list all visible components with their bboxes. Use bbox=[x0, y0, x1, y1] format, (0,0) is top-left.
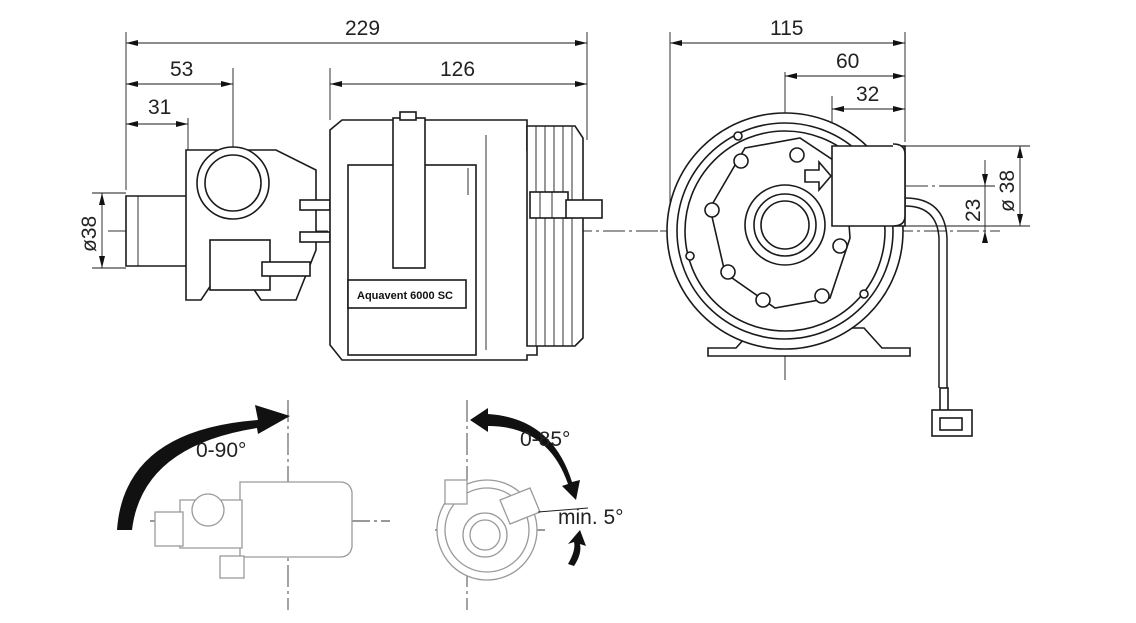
min-angle-label: min. 5° bbox=[558, 506, 624, 529]
dim-overall-length: 229 bbox=[345, 17, 380, 40]
dim-side-outlet-diameter: ø 38 bbox=[996, 170, 1019, 212]
dim-outlet-diameter: ø38 bbox=[78, 216, 101, 252]
dim-motor-length: 126 bbox=[440, 58, 475, 81]
side-view-dimensions: 229 53 31 126 ø38 bbox=[78, 17, 588, 269]
pump-side-view: Aquavent 6000 SC bbox=[108, 111, 660, 361]
rotation-view-2: 0-85° min. 5° bbox=[435, 400, 624, 610]
dim-port-axis-2: 31 bbox=[148, 96, 171, 119]
rotation-arrow-85-icon bbox=[470, 408, 580, 500]
min-angle-arrow-icon bbox=[568, 530, 586, 566]
rotation-arrow-90-icon bbox=[117, 405, 290, 530]
dim-side-offset-2: 32 bbox=[856, 83, 879, 106]
rotation-view-1: 0-90° bbox=[117, 400, 390, 610]
product-label: Aquavent 6000 SC bbox=[357, 290, 453, 302]
rotation-label-90: 0-90° bbox=[196, 439, 246, 462]
dim-side-width: 115 bbox=[770, 17, 803, 40]
pump-front-view bbox=[660, 112, 1000, 437]
rotation-label-85: 0-85° bbox=[520, 428, 570, 451]
dim-port-axis-1: 53 bbox=[170, 58, 193, 81]
dim-side-offset-1: 60 bbox=[836, 50, 859, 73]
dim-side-outlet-offset: 23 bbox=[962, 199, 985, 222]
